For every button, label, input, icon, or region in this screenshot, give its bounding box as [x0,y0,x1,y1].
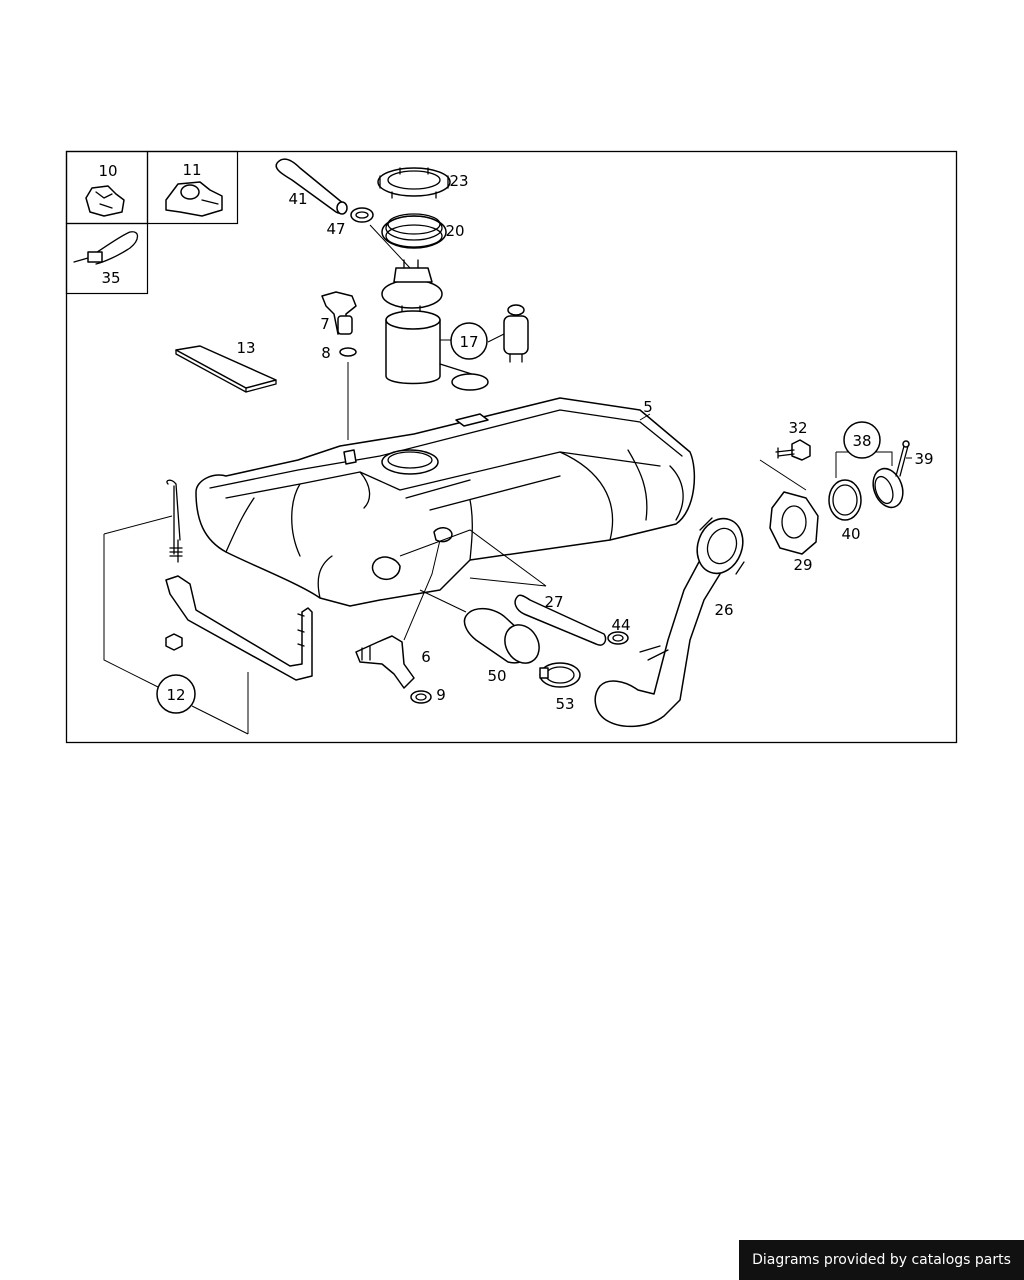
inset-boxes [65,150,239,295]
credit-banner: Diagrams provided by catalogs parts [739,1240,1024,1280]
o-ring-part-8 [339,347,357,440]
leader-27 [399,529,547,587]
label-11: 11 [182,161,201,179]
cable-tie-part-35 [73,231,139,265]
label-41: 41 [288,190,307,208]
callout-circle-38 [843,421,881,459]
label-47: 47 [326,220,345,238]
label-44: 44 [611,616,630,634]
fuel-tank-part-5 [195,397,696,607]
hose-part-41 [275,158,348,215]
filler-neck-part-26 [594,517,745,728]
label-35: 35 [101,269,120,287]
clamp-part-44 [607,631,629,645]
strap-part-12 [103,479,313,735]
locking-ring-part-23 [377,167,451,199]
o-ring-part-9 [410,690,432,704]
pad-part-13 [175,345,277,393]
callout-circle-12 [156,674,196,714]
label-40: 40 [841,525,860,543]
flange-part-29 [759,459,819,555]
seal-ring-part-20 [381,213,447,249]
label-6: 6 [421,648,431,666]
label-10: 10 [98,162,117,180]
fuel-pump-assembly-part-17 [381,259,489,391]
label-20: 20 [445,222,464,240]
label-8: 8 [321,344,331,362]
label-23: 23 [449,172,468,190]
label-12: 12 [166,686,185,704]
hose-part-27 [514,594,607,646]
label-9: 9 [436,686,446,704]
pump-filter [487,304,529,363]
label-32: 32 [788,419,807,437]
label-26: 26 [714,601,733,619]
leader-5 [639,413,651,421]
clip-part-10 [85,185,125,217]
seal-part-40 [828,479,862,521]
label-53: 53 [555,695,574,713]
label-17: 17 [459,333,478,351]
valve-part-7 [321,291,357,335]
callout-circle-17 [450,322,488,360]
bolt-part-32 [775,439,811,461]
tether-part-39 [895,440,912,477]
clamp-part-53 [539,662,581,688]
label-38: 38 [852,432,871,450]
clamp-part-47 [350,207,374,223]
label-7: 7 [320,315,330,333]
label-29: 29 [793,556,812,574]
diagram-frame [65,150,958,744]
label-27: 27 [544,593,563,611]
label-13: 13 [236,339,255,357]
connector-part-50 [419,589,540,664]
label-50: 50 [487,667,506,685]
leader-47 [369,224,411,269]
clip-part-11 [165,181,223,217]
label-5: 5 [643,398,653,416]
label-39: 39 [914,450,933,468]
